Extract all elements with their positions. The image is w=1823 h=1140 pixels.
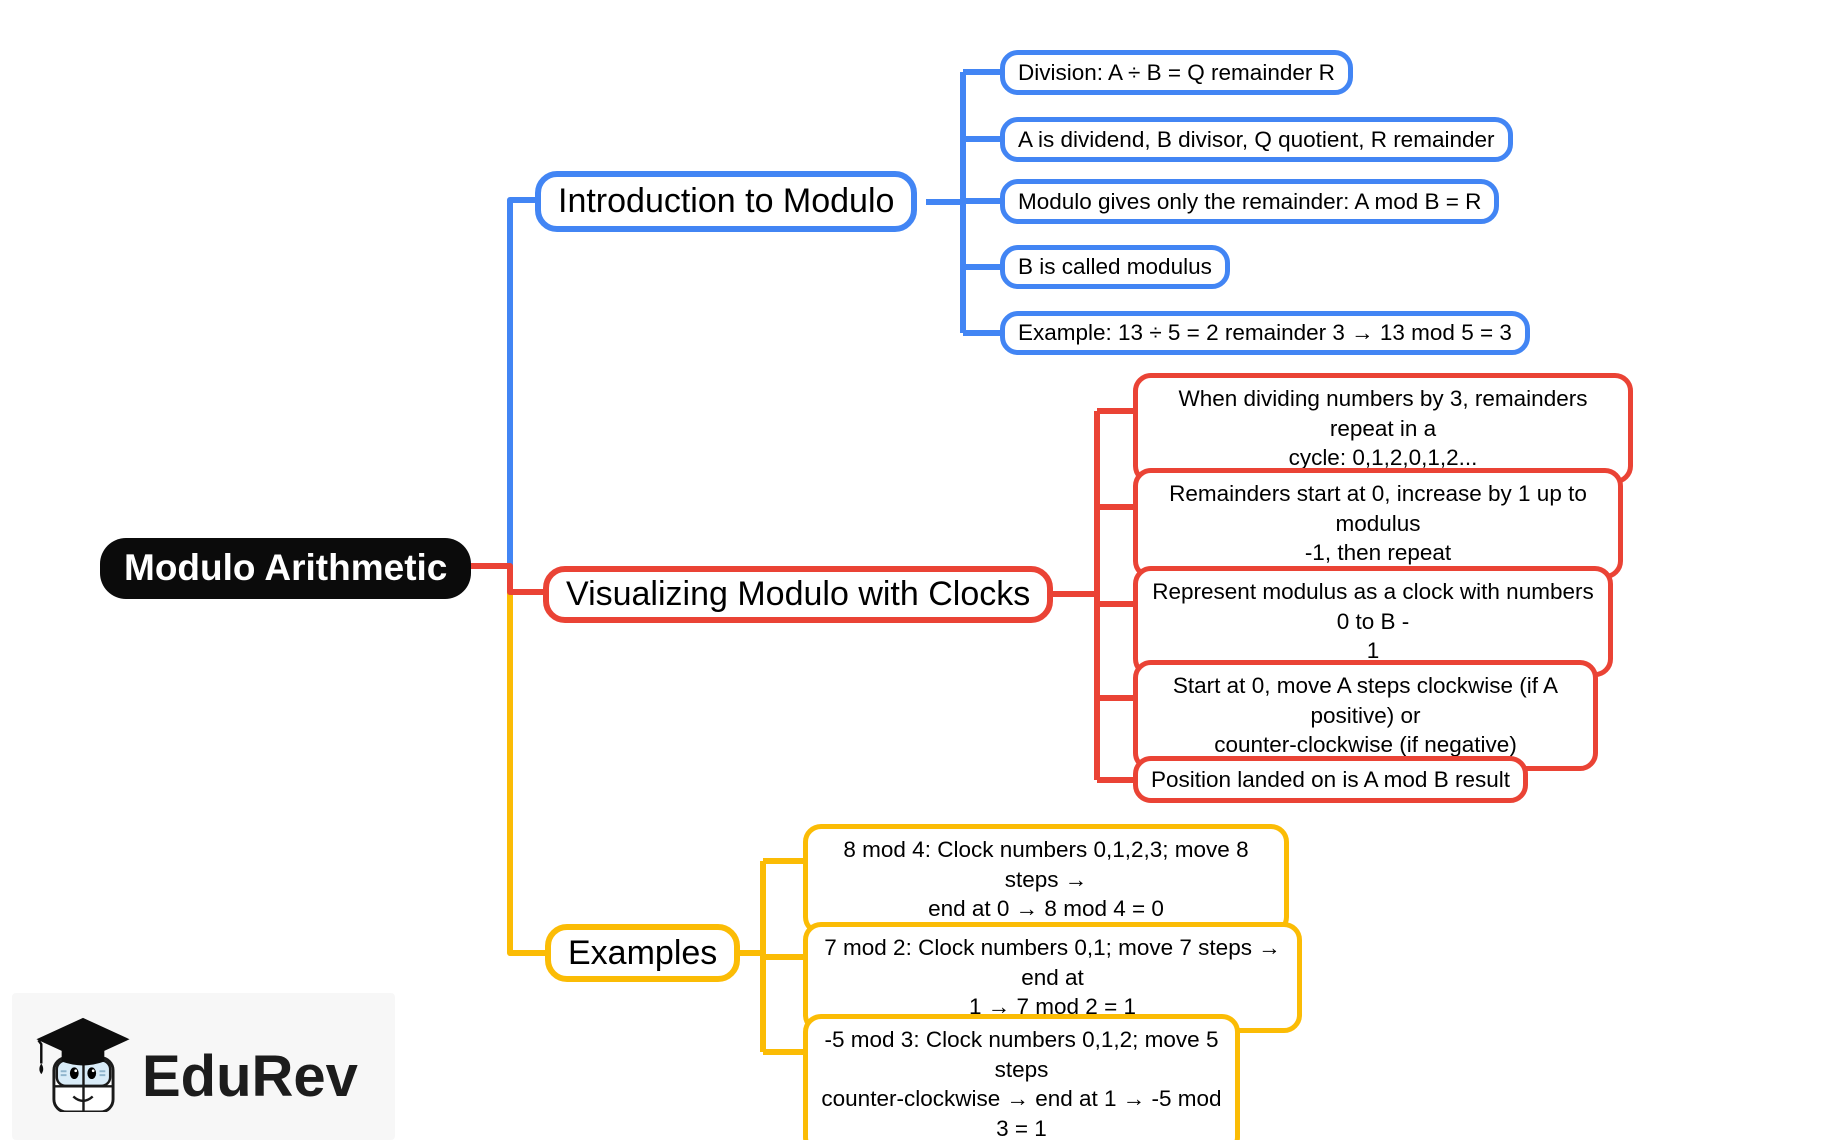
edurev-brand-text: EduRev xyxy=(142,1044,358,1109)
edurev-mascot-icon xyxy=(36,1017,130,1112)
root-node: Modulo Arithmetic xyxy=(100,538,472,599)
leaf-move-steps: Start at 0, move A steps clockwise (if A… xyxy=(1133,660,1598,772)
leaf-remainders-start-0: Remainders start at 0, increase by 1 up … xyxy=(1133,468,1623,580)
leaf-clock-representation: Represent modulus as a clock with number… xyxy=(1133,566,1613,678)
branch-intro-to-modulo: Introduction to Modulo xyxy=(535,171,918,232)
branch-visualizing-clocks: Visualizing Modulo with Clocks xyxy=(543,566,1054,623)
leaf-modulo-remainder: Modulo gives only the remainder: A mod B… xyxy=(1000,179,1500,224)
leaf-remainders-cycle: When dividing numbers by 3, remainders r… xyxy=(1133,373,1633,485)
leaf-division-definition: Division: A ÷ B = Q remainder R xyxy=(1000,50,1353,95)
leaf-position-result: Position landed on is A mod B result xyxy=(1133,756,1528,803)
leaf-example-neg5-mod-3: -5 mod 3: Clock numbers 0,1,2; move 5 st… xyxy=(803,1014,1240,1140)
leaf-example-13-mod-5: Example: 13 ÷ 5 = 2 remainder 3 → 13 mod… xyxy=(1000,311,1530,355)
leaf-example-8-mod-4: 8 mod 4: Clock numbers 0,1,2,3; move 8 s… xyxy=(803,824,1289,936)
branch-examples: Examples xyxy=(545,924,741,982)
leaf-b-modulus: B is called modulus xyxy=(1000,245,1230,289)
leaf-dividend-divisor: A is dividend, B divisor, Q quotient, R … xyxy=(1000,117,1513,162)
